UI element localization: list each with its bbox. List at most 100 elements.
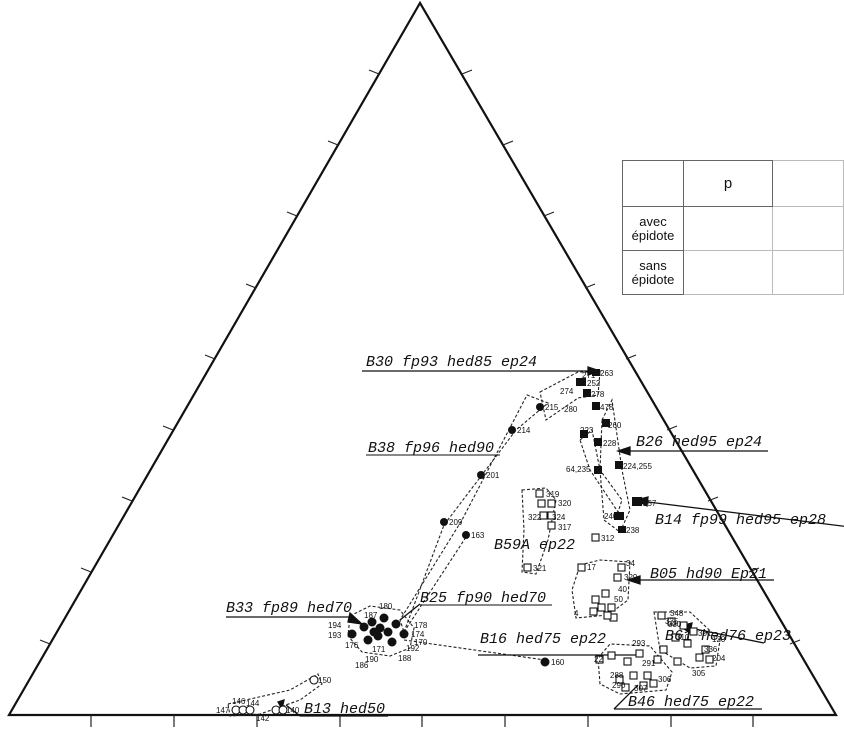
- open-square-points: [523, 489, 714, 692]
- svg-text:310: 310: [676, 633, 690, 642]
- label-b46: B46 hed75 ep22: [628, 694, 754, 711]
- svg-text:271: 271: [582, 371, 596, 380]
- svg-text:160: 160: [551, 658, 565, 667]
- sample-labels: B30 fp93 hed85 ep24 B38 fp96 hed90 B26 h…: [226, 354, 826, 718]
- svg-text:187: 187: [364, 611, 378, 620]
- label-b38: B38 fp96 hed90: [368, 440, 494, 457]
- svg-text:238: 238: [626, 526, 640, 535]
- label-b05: B05 hd90 Ep21: [650, 566, 767, 583]
- svg-text:293: 293: [632, 639, 646, 648]
- legend-cell: [683, 206, 773, 251]
- svg-text:320: 320: [558, 499, 572, 508]
- svg-text:170: 170: [414, 638, 428, 647]
- legend-col-blank: [772, 160, 844, 207]
- right-ticks: [461, 69, 801, 645]
- svg-text:147: 147: [216, 706, 230, 715]
- svg-text:204: 204: [712, 654, 726, 663]
- svg-text:209: 209: [449, 518, 463, 527]
- svg-text:163: 163: [471, 531, 485, 540]
- svg-text:4: 4: [574, 609, 579, 618]
- svg-text:193: 193: [328, 631, 342, 640]
- svg-text:306: 306: [658, 675, 672, 684]
- label-b33: B33 fp89 hed70: [226, 600, 352, 617]
- filled-square-points: [576, 369, 642, 533]
- label-arrows: [226, 366, 844, 717]
- svg-text:194: 194: [328, 621, 342, 630]
- svg-text:17: 17: [587, 563, 596, 572]
- svg-text:224,255: 224,255: [623, 462, 652, 471]
- svg-text:301: 301: [698, 629, 712, 638]
- legend-cell: [772, 250, 844, 295]
- svg-text:180: 180: [379, 602, 393, 611]
- legend-cell: [772, 206, 844, 251]
- legend-col-p: p: [683, 160, 773, 207]
- svg-text:215: 215: [545, 403, 559, 412]
- svg-text:176: 176: [345, 641, 359, 650]
- dashed-envelopes: [227, 371, 721, 717]
- svg-text:324: 324: [552, 513, 566, 522]
- legend-cell: [683, 250, 773, 295]
- svg-text:260: 260: [608, 421, 622, 430]
- svg-text:144: 144: [246, 699, 260, 708]
- svg-text:201: 201: [486, 471, 500, 480]
- svg-text:50: 50: [614, 595, 623, 604]
- svg-text:478: 478: [600, 403, 614, 412]
- svg-text:22: 22: [594, 655, 603, 664]
- svg-text:330: 330: [668, 620, 682, 629]
- legend-corner: [622, 160, 684, 207]
- label-b25: B25 fp90 hed70: [420, 590, 546, 607]
- label-b61: B61 hed76 ep23: [665, 628, 791, 645]
- svg-text:321: 321: [533, 564, 547, 573]
- svg-text:319: 319: [546, 490, 560, 499]
- label-b13: B13 hed50: [304, 701, 385, 718]
- svg-text:150: 150: [318, 676, 332, 685]
- svg-text:290: 290: [612, 681, 626, 690]
- label-b16: B16 hed75 ep22: [480, 631, 606, 648]
- svg-text:142: 142: [256, 714, 270, 723]
- label-b30: B30 fp93 hed85 ep24: [366, 354, 537, 371]
- svg-text:171: 171: [372, 645, 386, 654]
- label-b14: B14 fp99 hed95 ep28: [655, 512, 826, 529]
- svg-text:190: 190: [365, 655, 379, 664]
- svg-text:178: 178: [414, 621, 428, 630]
- svg-text:214: 214: [517, 426, 531, 435]
- svg-text:317: 317: [558, 523, 572, 532]
- svg-text:335: 335: [665, 617, 679, 626]
- svg-text:140: 140: [286, 706, 300, 715]
- svg-text:252: 252: [587, 379, 601, 388]
- svg-text:329: 329: [624, 573, 638, 582]
- svg-text:291: 291: [642, 659, 656, 668]
- svg-text:186: 186: [355, 661, 369, 670]
- svg-text:274: 274: [560, 387, 574, 396]
- svg-text:288: 288: [610, 671, 624, 680]
- svg-text:64,235: 64,235: [566, 465, 591, 474]
- label-b59a: B59A ep22: [494, 537, 575, 554]
- svg-text:188: 188: [398, 654, 412, 663]
- svg-text:307: 307: [634, 684, 648, 693]
- svg-text:223: 223: [580, 426, 594, 435]
- svg-text:192: 192: [406, 644, 420, 653]
- svg-text:240: 240: [604, 512, 618, 521]
- svg-text:322: 322: [528, 513, 542, 522]
- svg-text:257: 257: [643, 499, 657, 508]
- svg-text:40: 40: [618, 585, 627, 594]
- svg-text:280: 280: [564, 405, 578, 414]
- open-circle-points: [231, 675, 319, 715]
- filled-circle-points: [347, 403, 550, 667]
- base-ticks: [90, 715, 754, 727]
- svg-text:336: 336: [704, 645, 718, 654]
- svg-text:305: 305: [692, 669, 706, 678]
- point-number-labels: 263 252 278 260 478 228 224,255 257 240 …: [216, 369, 726, 723]
- svg-text:174: 174: [411, 630, 425, 639]
- svg-text:228: 228: [603, 439, 617, 448]
- svg-text:34: 34: [626, 559, 635, 568]
- svg-text:278: 278: [591, 390, 605, 399]
- label-b26: B26 hed95 ep24: [636, 434, 762, 451]
- svg-text:263: 263: [600, 369, 614, 378]
- svg-text:146: 146: [232, 697, 246, 706]
- svg-text:120: 120: [712, 635, 726, 644]
